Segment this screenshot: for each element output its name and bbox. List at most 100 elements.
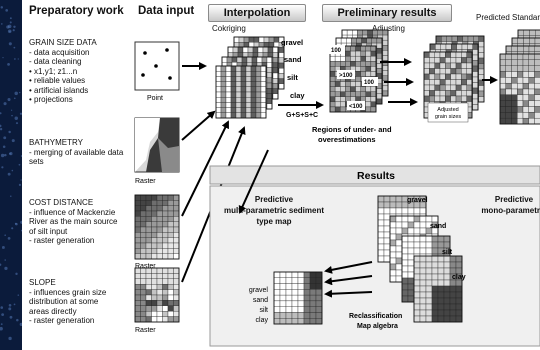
header-preparatory-work: Preparatory work [29, 5, 124, 17]
grain-size-item: • x1,y1; z1...n [29, 66, 78, 76]
decor-dot [21, 229, 22, 232]
decor-dot [0, 153, 5, 158]
slope-raster [134, 267, 180, 323]
reclass-line2: Map algebra [357, 323, 398, 330]
decor-dot [7, 29, 12, 34]
label-cokriging: Cokriging [212, 24, 246, 33]
raster-grid [215, 65, 267, 119]
grain-size-title: GRAIN SIZE DATA [29, 38, 97, 47]
arrow-reclass [324, 289, 373, 298]
decor-dot [0, 326, 3, 331]
decor-dot [5, 9, 9, 12]
decor-dot [2, 145, 6, 148]
mono-parametric-stack [377, 195, 463, 323]
decor-dot [0, 263, 2, 266]
value-lt100: <100 [349, 104, 363, 110]
results-header-bar [209, 165, 540, 185]
decor-dot [3, 136, 7, 140]
decor-dot [14, 58, 16, 60]
decor-dot [14, 116, 18, 120]
raster-label: Raster [135, 263, 156, 270]
decor-dot [19, 322, 22, 327]
decor-dot [3, 102, 7, 106]
predictive-multi-line3: type map [256, 217, 291, 226]
arrow-bathymetry-to-interp [181, 110, 216, 141]
decor-dot [17, 58, 19, 60]
adjusted-label-line1: Adjusted [437, 107, 458, 113]
decor-dot [0, 306, 4, 309]
predictive-mono-line2: mono-parametric [481, 206, 540, 215]
decor-dot [20, 179, 22, 181]
decor-dot [15, 122, 19, 125]
decor-dot [11, 227, 14, 230]
bathymetry-item: - merging of available data sets [29, 147, 124, 167]
decor-dot [9, 315, 13, 319]
decor-dot [14, 91, 18, 96]
decor-dot [8, 304, 12, 307]
decor-dot [1, 166, 4, 169]
decor-dot [14, 222, 17, 225]
grain-size-item: - data acquisition [29, 47, 90, 57]
layer-label-gravel: gravel [281, 38, 303, 47]
decor-dot [1, 313, 5, 317]
predictive-multi-line1: Predictive [255, 195, 294, 204]
slope-title: SLOPE [29, 278, 56, 287]
decor-dot [4, 266, 8, 270]
value-badge [337, 70, 355, 79]
arrow-reclass [324, 275, 373, 286]
header-interpolation: Interpolation [208, 4, 306, 22]
section-grain-size-data: GRAIN SIZE DATA - data acquisition - dat… [29, 38, 97, 105]
decor-dot [4, 234, 6, 236]
decor-dot [7, 24, 12, 29]
decor-dot [13, 46, 16, 49]
data-point [154, 64, 158, 68]
value-badge [329, 45, 345, 54]
adjusted-label-line2: grain sizes [435, 114, 462, 120]
decor-dot [0, 6, 4, 9]
value-badge [362, 77, 378, 86]
decor-dot [4, 153, 7, 157]
decor-dot [11, 114, 13, 117]
legend-silt: silt [259, 307, 268, 314]
decor-dot [7, 236, 11, 240]
legend-clay: clay [256, 317, 269, 324]
decor-dot [20, 220, 22, 224]
decor-dot [8, 307, 12, 311]
decor-dot [13, 97, 16, 100]
value-100: 100 [331, 48, 342, 54]
decor-dot [0, 124, 2, 128]
predictive-multi-line2: multi-parametric sediment [224, 206, 324, 215]
results-title: Results [357, 170, 395, 182]
decor-dot [2, 57, 4, 59]
decor-dot [12, 29, 15, 32]
legend-gravel: gravel [249, 287, 269, 294]
decor-dot [8, 42, 12, 46]
cost-distance-raster [134, 194, 180, 260]
adjusted-box [427, 102, 469, 123]
decor-dot [8, 152, 11, 155]
grain-size-item: • reliable values [29, 76, 86, 85]
point-label: Point [147, 95, 163, 102]
decor-dot [8, 130, 11, 134]
cost-distance-item: - raster generation [29, 236, 95, 245]
mono-label-sand: sand [430, 223, 446, 230]
decor-dot [4, 259, 6, 261]
decor-dot [7, 172, 11, 176]
raster-label: Raster [135, 178, 156, 185]
value-gt100: >100 [339, 73, 353, 79]
decor-dot [8, 336, 12, 341]
cost-distance-item: - influence of Mackenzie River as the ma… [29, 207, 118, 236]
data-point [143, 51, 147, 55]
decor-dot [7, 98, 11, 102]
raster-grid [134, 194, 180, 260]
decor-dot [0, 23, 3, 25]
arrow-reclass [324, 261, 373, 274]
cokriging-grid-stack [215, 36, 285, 119]
regions-label-line1: Regions of under- and [312, 125, 392, 134]
slope-item: - influences grain size distribution at … [29, 287, 107, 316]
decor-dot [1, 246, 5, 249]
legend-sand: sand [253, 297, 268, 304]
value-100: 100 [364, 80, 375, 86]
decor-dot [18, 163, 21, 166]
